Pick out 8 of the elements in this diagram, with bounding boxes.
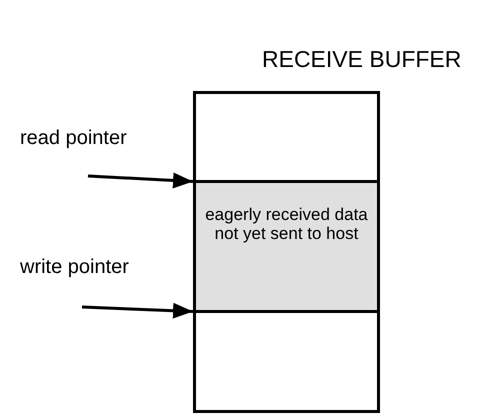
pointer-label: write pointer (20, 256, 129, 279)
title: RECEIVE BUFFER (262, 46, 462, 73)
data-region (196, 183, 377, 310)
pointer-label: read pointer (20, 127, 127, 150)
buffer-box (193, 91, 380, 413)
arrow (88, 172, 194, 188)
region-text: eagerly received data not yet sent to host (204, 205, 369, 243)
arrow (82, 302, 194, 319)
